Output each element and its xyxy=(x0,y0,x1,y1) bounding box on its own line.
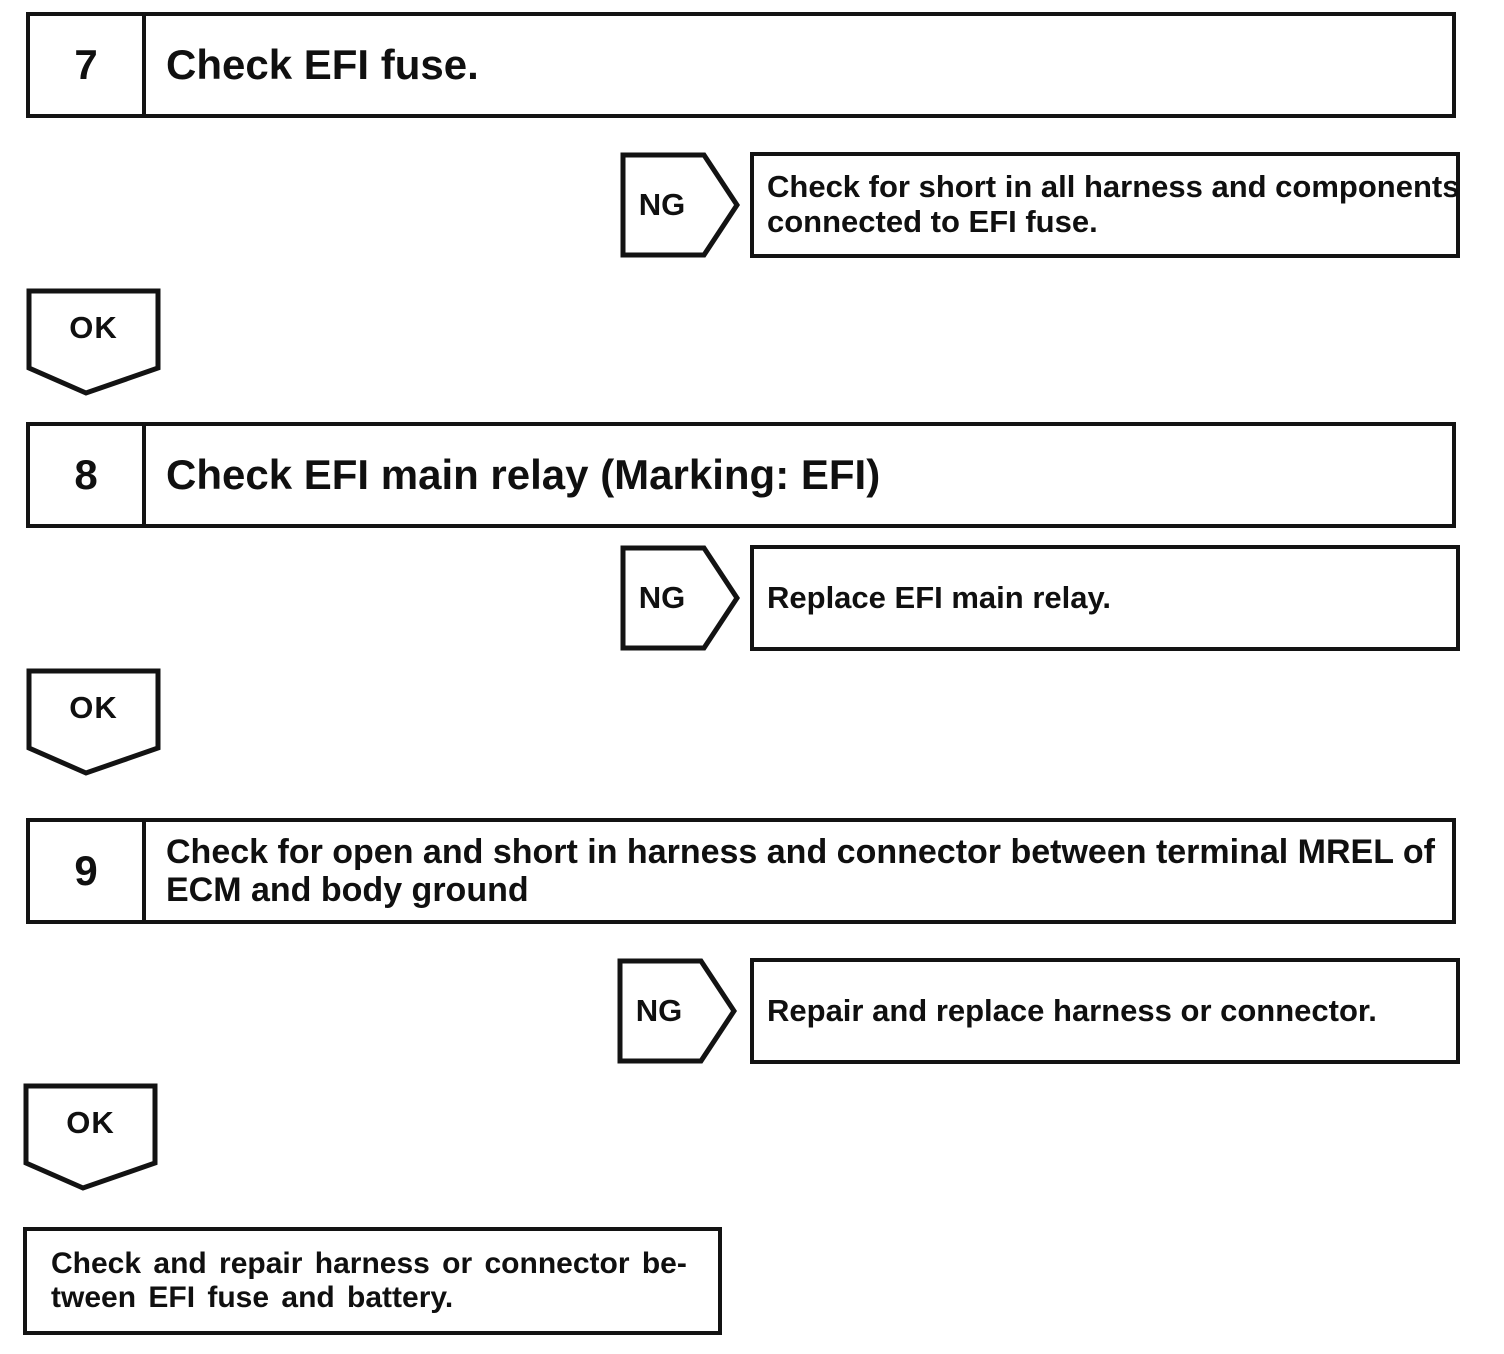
step-9-title: Check for open and short in harness and … xyxy=(146,822,1452,920)
ok-label: OK xyxy=(69,690,118,725)
ng-arrow-pentagon-icon xyxy=(617,958,737,1064)
ng-label: NG xyxy=(638,187,686,222)
ng-label: NG xyxy=(635,993,683,1028)
step-8-number: 8 xyxy=(30,426,146,524)
ng-label: NG xyxy=(638,580,686,615)
step-7-ng-connector: NG xyxy=(620,152,740,258)
ng-result-line: Replace EFI main relay. xyxy=(767,579,1112,615)
step-9-ng-result-box: Repair and replace harness or connector. xyxy=(750,958,1460,1064)
ok-pentagon-icon xyxy=(23,1083,158,1191)
step-8-ok-connector: OK xyxy=(26,668,161,776)
step-7-ok-connector: OK xyxy=(26,288,161,396)
final-action-line: Check and repair harness or connector be… xyxy=(51,1247,687,1281)
step-9-box: 9 Check for open and short in harness an… xyxy=(26,818,1456,924)
step-7-title: Check EFI fuse. xyxy=(146,16,1452,114)
ok-label: OK xyxy=(66,1105,115,1140)
ng-result-line: Repair and replace harness or connector. xyxy=(767,992,1377,1028)
ok-label: OK xyxy=(69,310,118,345)
ok-pentagon-icon xyxy=(26,668,161,776)
step-8-box: 8 Check EFI main relay (Marking: EFI) xyxy=(26,422,1456,528)
ng-arrow-pentagon-icon xyxy=(620,545,740,651)
step-7-box: 7 Check EFI fuse. xyxy=(26,12,1456,118)
step-8-ng-result-box: Replace EFI main relay. xyxy=(750,545,1460,651)
ng-result-line: connected to EFI fuse. xyxy=(767,204,1098,239)
step-8-title-line: Check EFI main relay (Marking: EFI) xyxy=(166,451,881,499)
step-9-ng-connector: NG xyxy=(617,958,737,1064)
step-8-title: Check EFI main relay (Marking: EFI) xyxy=(146,426,1452,524)
step-7-ng-result-box: Check for short in all harness and compo… xyxy=(750,152,1460,258)
ok-pentagon-icon xyxy=(26,288,161,396)
step-7-title-line: Check EFI fuse. xyxy=(166,41,479,89)
ng-result-line: Check for short in all harness and compo… xyxy=(767,169,1460,205)
step-9-number: 9 xyxy=(30,822,146,920)
step-7-number: 7 xyxy=(30,16,146,114)
final-action-box: Check and repair harness or connector be… xyxy=(23,1227,722,1335)
final-action-line: tween EFI fuse and battery. xyxy=(51,1281,454,1314)
step-8-ng-connector: NG xyxy=(620,545,740,651)
ng-arrow-pentagon-icon xyxy=(620,152,740,258)
step-9-title-line: Check for open and short in harness and … xyxy=(166,832,1435,871)
step-9-title-line: ECM and body ground xyxy=(166,871,529,909)
step-9-ok-connector: OK xyxy=(23,1083,158,1191)
